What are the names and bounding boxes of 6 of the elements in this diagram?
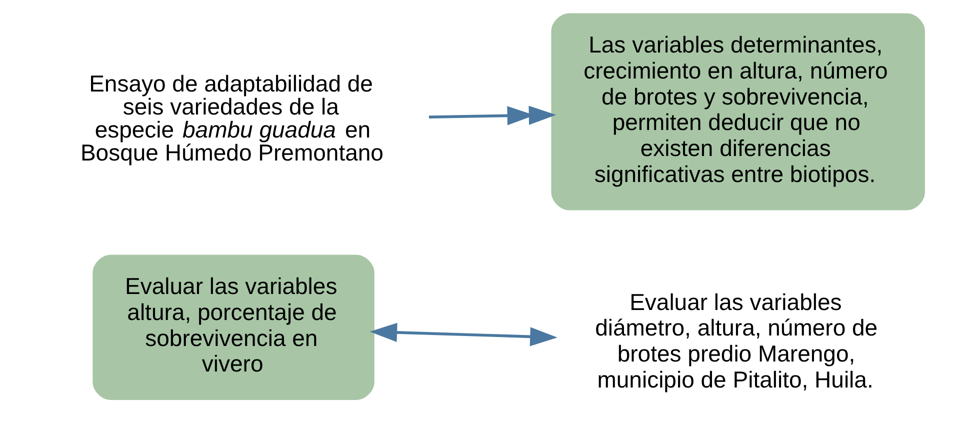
arrow — [428, 106, 556, 126]
node-text: Evaluar las variables diámetro, altura, número de brotes predio Marengo, municipio de Pitalito, Huila. — [595, 288, 878, 392]
node-box: Las variables determinantes, crecimiento en altura, número de brotes y sobrevivencia, permiten deducir que no existen diferencias significativas entre biotipos. — [551, 13, 925, 210]
node-box: Evaluar las variables altura, porcentaje de sobrevivencia en vivero — [92, 254, 374, 400]
arrow — [370, 322, 558, 346]
node-text: Ensayo de adaptabilidad de seis variedades de la especie bambu guadua en Bosque Húmedo Premontano — [80, 70, 384, 166]
